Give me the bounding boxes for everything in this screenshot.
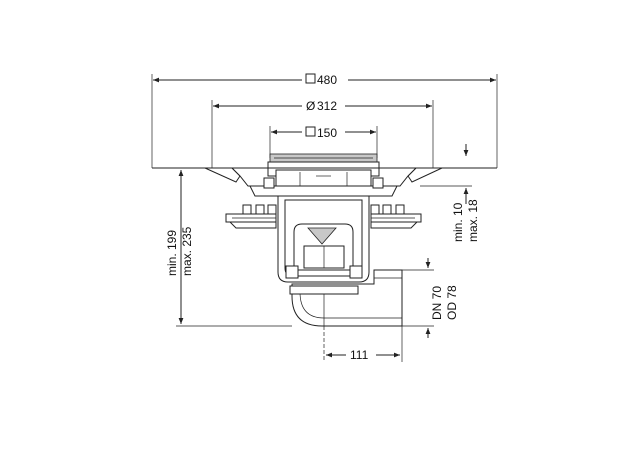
dim-grate-square: 150 — [269, 126, 378, 158]
dim-flange-thickness: min. 10 max. 18 — [420, 144, 480, 242]
outer-square-value: 480 — [317, 73, 337, 87]
clamping-ring — [225, 204, 422, 229]
outlet-offset-value: 111 — [350, 348, 369, 362]
flange-min-label: min. 10 — [451, 202, 465, 242]
outlet-od-label: OD 78 — [445, 285, 459, 320]
square-symbol-icon — [305, 126, 316, 137]
flange-max-label: max. 18 — [466, 199, 480, 242]
outlet-pipe — [289, 269, 403, 327]
drain-body-top — [230, 153, 418, 197]
odour-trap-insert — [307, 227, 337, 245]
grate-square-value: 150 — [317, 126, 337, 140]
drain-trap — [277, 195, 370, 283]
dim-outer-square: 480 — [151, 73, 498, 168]
square-symbol-icon — [305, 73, 316, 84]
height-max-label: max. 235 — [180, 226, 194, 276]
height-min-label: min. 199 — [165, 230, 179, 276]
dim-outlet-diameter: DN 70 OD 78 — [402, 258, 459, 338]
dim-height: min. 199 max. 235 — [165, 167, 292, 327]
diameter-value: 312 — [317, 99, 337, 113]
outlet-dn-label: DN 70 — [430, 286, 444, 320]
diameter-symbol: Ø — [306, 99, 315, 113]
dim-outlet-offset: 111 — [323, 326, 403, 362]
dim-diameter: Ø 312 — [211, 99, 434, 168]
